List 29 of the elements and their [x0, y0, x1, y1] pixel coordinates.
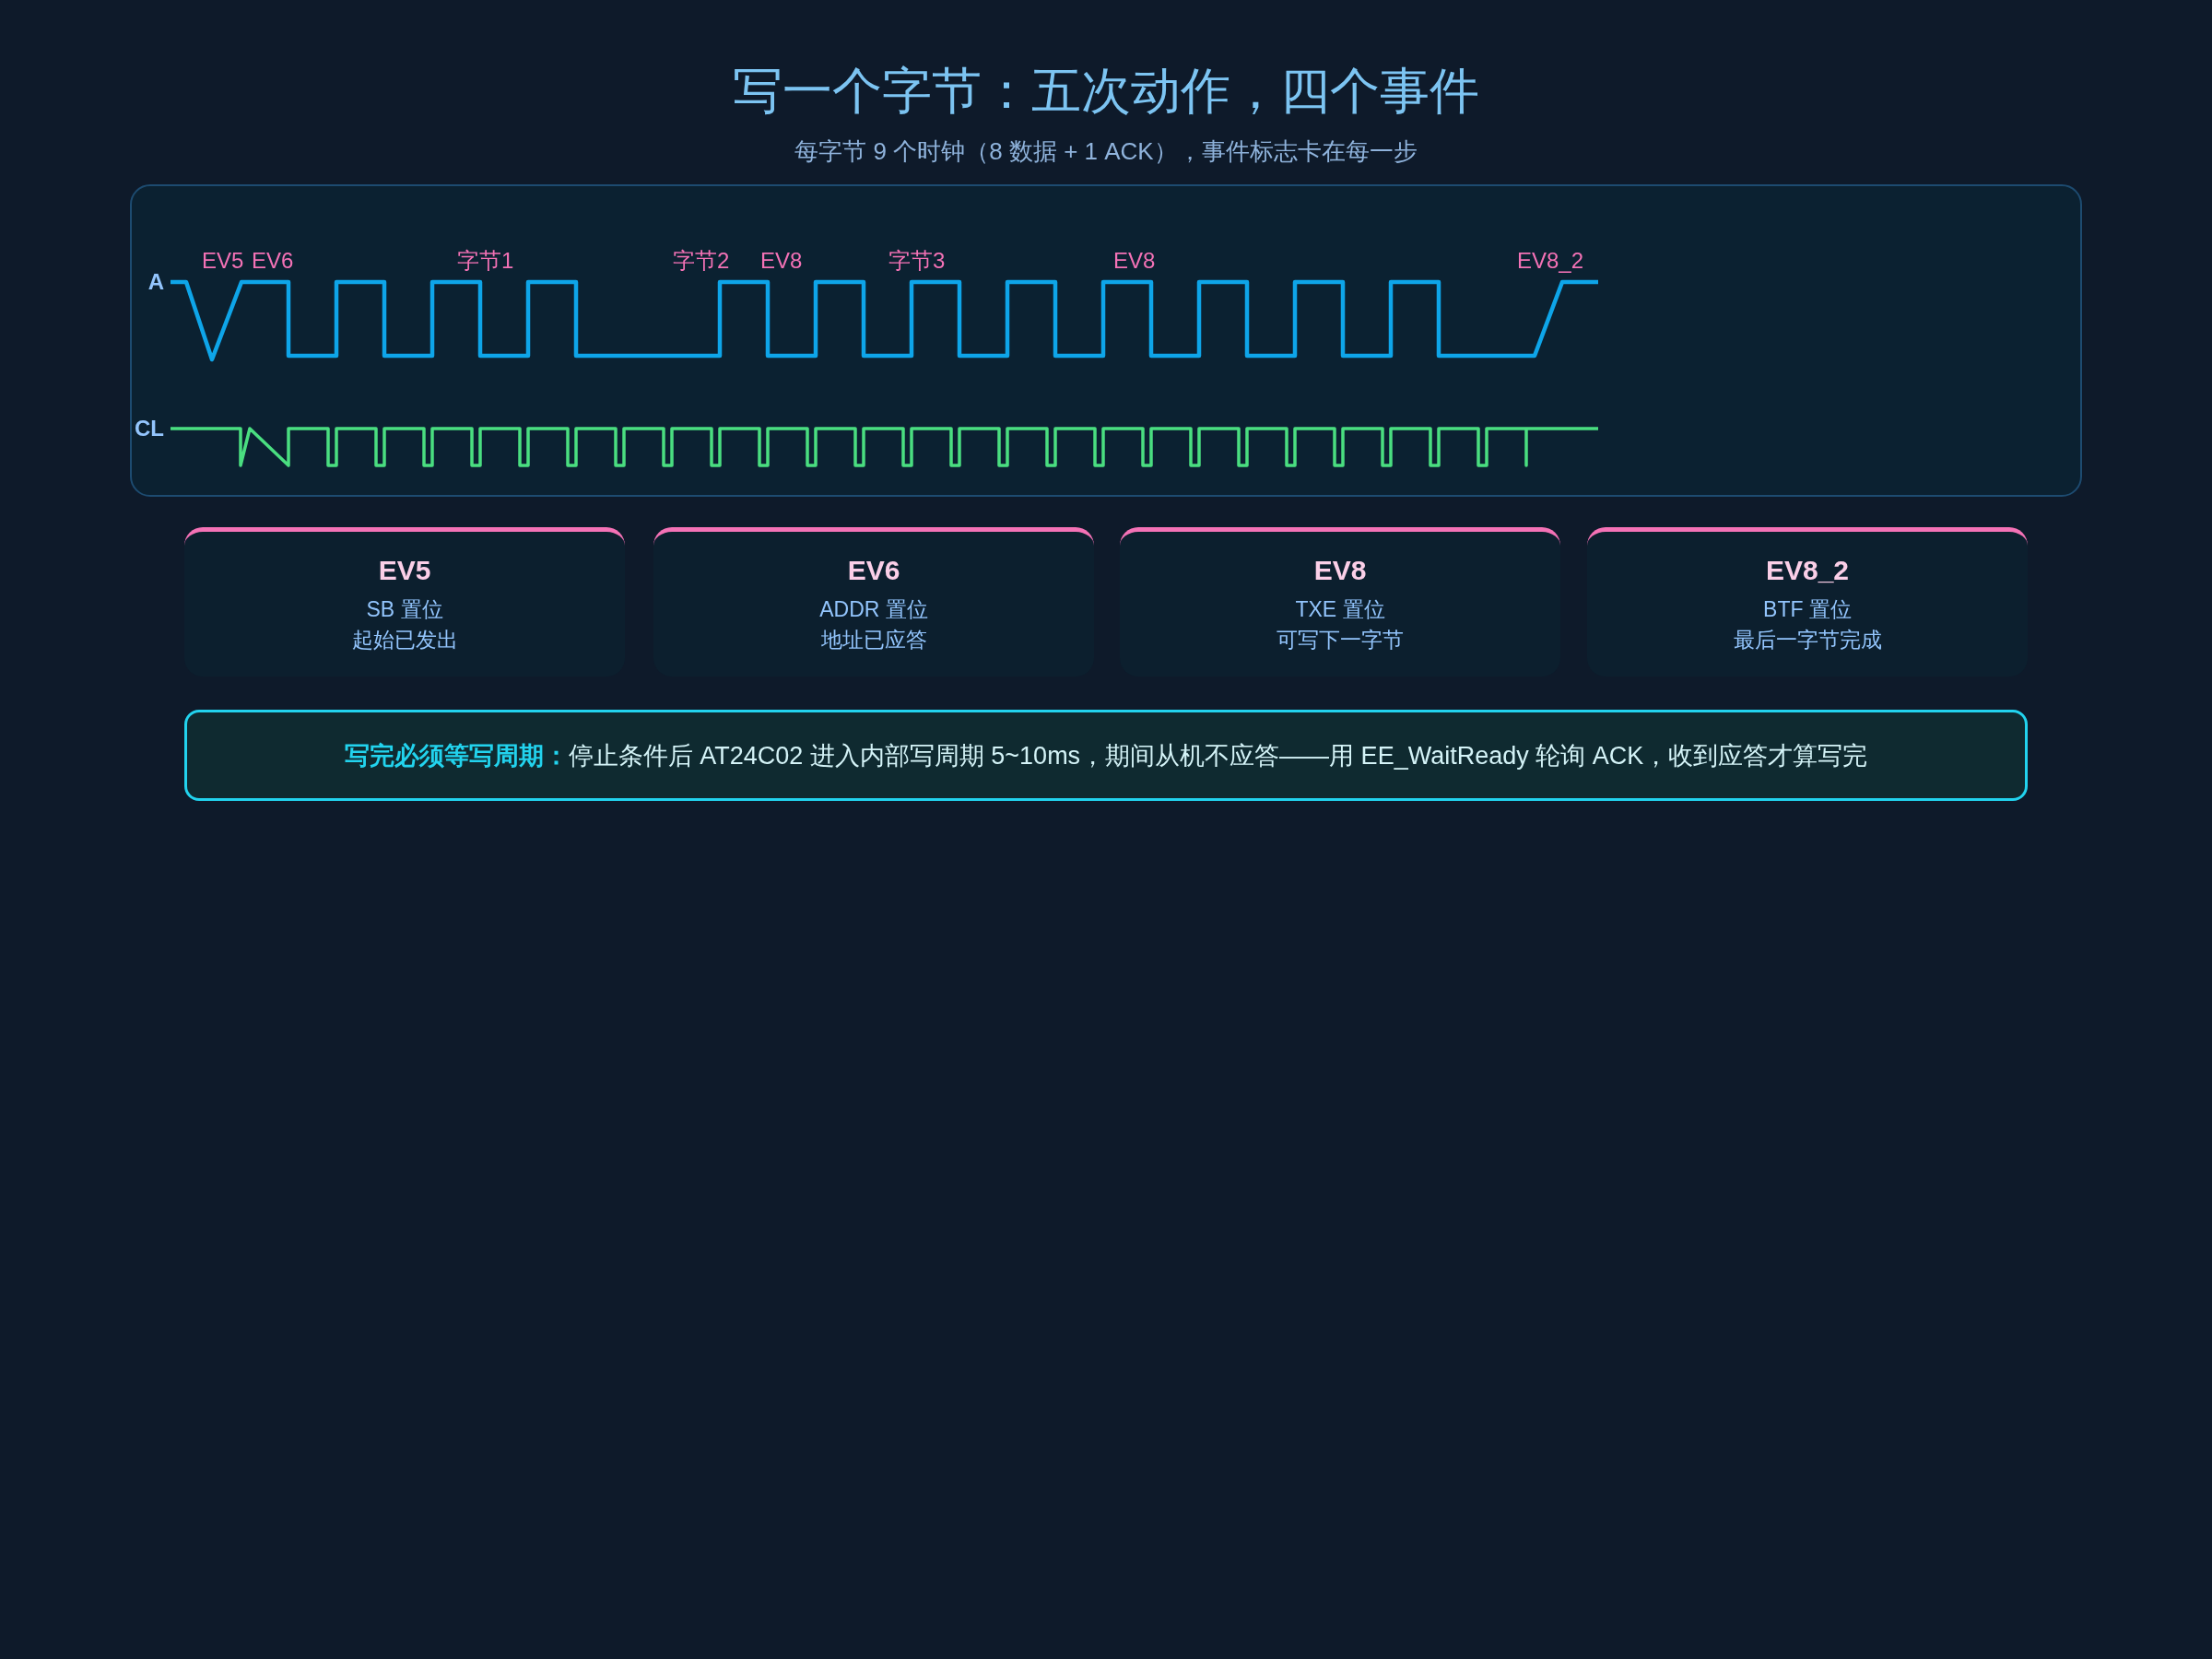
- card-title: EV8: [1313, 554, 1367, 587]
- card-title: EV8_2: [1765, 554, 1850, 587]
- waveform-annotation: EV8: [760, 248, 803, 274]
- waveform-annotation: EV5: [202, 248, 244, 274]
- signal-label: A: [147, 269, 164, 295]
- waveform-annotation: 字节2: [673, 248, 730, 274]
- card-text: TXE 置位: [1295, 596, 1385, 623]
- title: 写一个字节：五次动作，四个事件: [733, 62, 1479, 120]
- card-text: 地址已应答: [820, 627, 927, 653]
- card-text: BTF 置位: [1763, 596, 1852, 623]
- event-card: [184, 527, 625, 677]
- card-text: SB 置位: [366, 596, 443, 623]
- card-text: 可写下一字节: [1277, 627, 1404, 653]
- card-text: 起始已发出: [351, 627, 458, 653]
- signal-label: CL: [135, 416, 164, 441]
- note-box: 写完必须等写周期：停止条件后 AT24C02 进入内部写周期 5~10ms，期间从机不应答——用 EE_WaitReady 轮询 ACK，收到应答才算写完: [184, 710, 2028, 801]
- card-title: EV5: [378, 554, 431, 587]
- waveform-annotation: 字节1: [457, 248, 514, 274]
- waveform-annotation: 字节3: [888, 248, 946, 274]
- card-text: 最后一字节完成: [1733, 627, 1882, 653]
- subtitle: 每字节 9 个时钟（8 数据 + 1 ACK），事件标志卡在每一步: [794, 136, 1418, 167]
- waveform-annotation: EV6: [252, 248, 294, 274]
- card-title: EV6: [847, 554, 900, 587]
- event-card: [653, 527, 1094, 677]
- waveform-annotation: EV8: [1113, 248, 1156, 274]
- waveform-annotation: EV8_2: [1517, 248, 1584, 274]
- card-text: ADDR 置位: [819, 596, 928, 623]
- event-card: [1120, 527, 1560, 677]
- event-card: [1587, 527, 2028, 677]
